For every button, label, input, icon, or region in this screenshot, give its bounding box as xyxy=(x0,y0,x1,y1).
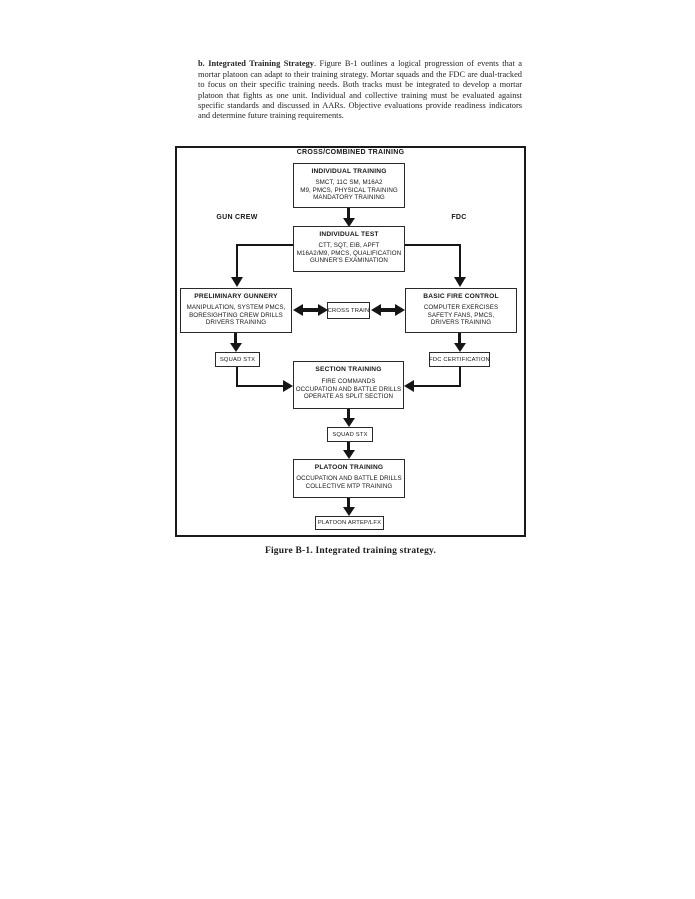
arrow-head-right xyxy=(395,304,405,316)
arrow-shaft xyxy=(301,308,320,312)
box-line: OCCUPATION AND BATTLE DRILLS xyxy=(296,475,402,482)
platoon-training-header: PLATOON TRAINING xyxy=(314,464,384,471)
box-line: BORESIGHTING CREW DRILLS xyxy=(189,311,283,319)
arrow-head-left xyxy=(293,304,303,316)
arrow-head-down xyxy=(454,343,466,352)
squad-stx-left-box: SQUAD STX xyxy=(215,352,260,367)
individual-test-box: INDIVIDUAL TEST CTT, SQT, EIB, APFT M16A… xyxy=(293,226,405,272)
basic-fire-control-box: BASIC FIRE CONTROL COMPUTER EXERCISES SA… xyxy=(405,288,517,333)
arrow-head-down xyxy=(230,343,242,352)
paragraph-integrated-training-strategy: b. Integrated Training Strategy. Figure … xyxy=(198,59,522,121)
connector-line xyxy=(236,244,293,246)
paragraph-lead-in: b. Integrated Training Strategy xyxy=(198,59,314,69)
squad-stx-left-label: SQUAD STX xyxy=(219,356,256,363)
arrow-head-down xyxy=(343,218,355,227)
platoon-artep-lfx-label: PLATOON ARTEP/LFX xyxy=(317,520,382,526)
arrow-shaft xyxy=(379,308,397,312)
section-training-box: SECTION TRAINING FIRE COMMANDS OCCUPATIO… xyxy=(293,361,404,409)
basic-fire-control-header: BASIC FIRE CONTROL xyxy=(423,293,499,300)
box-line: OCCUPATION AND BATTLE DRILLS xyxy=(295,385,402,393)
box-line: M16A2/M9, PMCS, QUALIFICATION xyxy=(296,249,402,257)
connector-line xyxy=(459,244,461,278)
box-line: FIRE COMMANDS xyxy=(321,378,376,385)
arrow-shaft xyxy=(347,498,350,507)
arrow-head-left xyxy=(371,304,381,316)
box-line: MANDATORY TRAINING xyxy=(313,194,385,202)
box-line: COLLECTIVE MTP TRAINING xyxy=(305,482,393,490)
connector-line xyxy=(459,367,461,387)
fdc-certification-label: FDC CERTIFICATION xyxy=(429,356,490,363)
box-line: OPERATE AS SPLIT SECTION xyxy=(303,393,394,401)
track-label-fdc: FDC xyxy=(451,214,467,221)
squad-stx-center-box: SQUAD STX xyxy=(327,427,373,442)
arrow-head-down xyxy=(343,507,355,516)
individual-test-header: INDIVIDUAL TEST xyxy=(319,231,379,238)
box-line: CTT, SQT, EIB, APFT xyxy=(318,242,380,249)
cross-train-label: CROSS TRAIN xyxy=(327,307,370,314)
arrow-shaft xyxy=(234,333,237,344)
arrow-head-left xyxy=(404,380,414,392)
box-line: SMCT, 11C SM, M16A2 xyxy=(315,179,383,186)
connector-line xyxy=(405,244,461,246)
box-line: GUNNER'S EXAMINATION xyxy=(309,257,388,265)
arrow-shaft xyxy=(347,409,350,419)
arrow-head-right xyxy=(318,304,328,316)
connector-line xyxy=(412,385,461,387)
cross-train-box: CROSS TRAIN xyxy=(327,302,370,319)
box-line: M9, PMCS, PHYSICAL TRAINING xyxy=(300,186,398,194)
figure-caption: Figure B-1. Integrated training strategy… xyxy=(264,546,437,556)
arrow-shaft xyxy=(347,208,350,219)
paragraph-body-text: . Figure B-1 outlines a logical progress… xyxy=(198,59,522,121)
individual-training-header: INDIVIDUAL TRAINING xyxy=(311,168,387,175)
box-line: COMPUTER EXERCISES xyxy=(423,304,499,311)
individual-training-box: INDIVIDUAL TRAINING SMCT, 11C SM, M16A2 … xyxy=(293,163,405,208)
squad-stx-center-label: SQUAD STX xyxy=(332,431,368,438)
diagram-title: CROSS/COMBINED TRAINING xyxy=(296,149,405,156)
track-label-gun-crew: GUN CREW xyxy=(216,214,258,221)
arrow-head-down xyxy=(454,277,466,287)
arrow-head-down xyxy=(343,418,355,427)
box-line: DRIVERS TRAINING xyxy=(205,319,267,327)
platoon-training-box: PLATOON TRAINING OCCUPATION AND BATTLE D… xyxy=(293,459,405,498)
box-line: SAFETY FANS, PMCS, xyxy=(427,311,495,319)
box-line: MANIPULATION, SYSTEM PMCS, xyxy=(186,304,286,311)
arrow-head-right xyxy=(283,380,293,392)
connector-line xyxy=(236,244,238,278)
arrow-shaft xyxy=(458,333,461,344)
box-line: DRIVERS TRAINING xyxy=(430,319,492,327)
arrow-head-down xyxy=(231,277,243,287)
fdc-certification-box: FDC CERTIFICATION xyxy=(429,352,490,367)
arrow-shaft xyxy=(347,442,350,451)
section-training-header: SECTION TRAINING xyxy=(315,366,382,373)
arrow-head-down xyxy=(343,450,355,459)
preliminary-gunnery-box: PRELIMINARY GUNNERY MANIPULATION, SYSTEM… xyxy=(180,288,292,333)
preliminary-gunnery-header: PRELIMINARY GUNNERY xyxy=(194,293,278,300)
platoon-artep-lfx-box: PLATOON ARTEP/LFX xyxy=(315,516,384,530)
connector-line xyxy=(236,385,284,387)
connector-line xyxy=(236,367,238,387)
